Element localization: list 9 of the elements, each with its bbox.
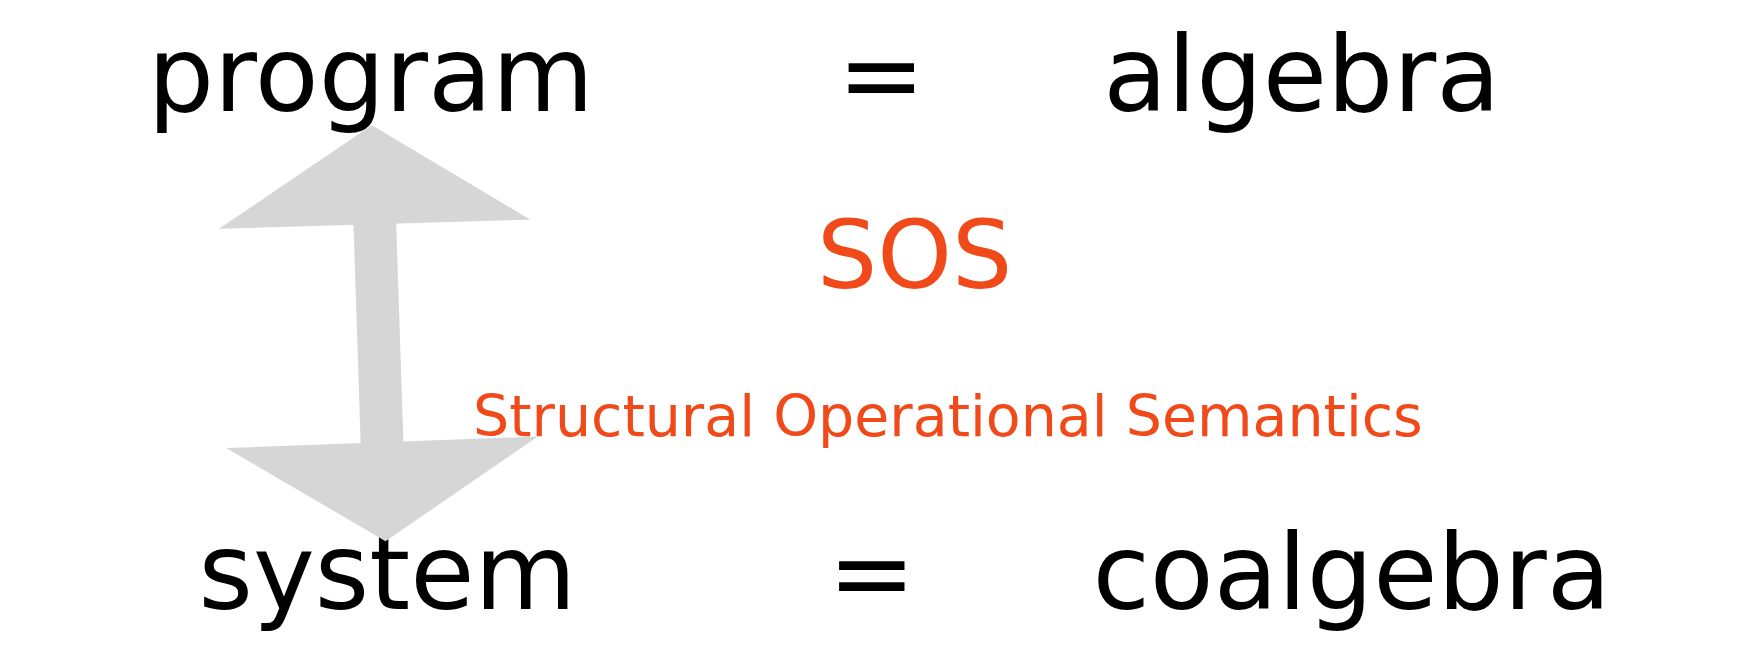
node-text: program (147, 13, 594, 136)
label: Structural Operational Semantics (472, 383, 1423, 450)
node-text: system (197, 512, 576, 635)
label: coalgebra (1091, 512, 1611, 635)
label: = (837, 13, 925, 136)
label: algebra (1102, 13, 1500, 136)
label: SOS (816, 200, 1012, 311)
label: = (827, 512, 916, 635)
arrow (218, 125, 538, 542)
